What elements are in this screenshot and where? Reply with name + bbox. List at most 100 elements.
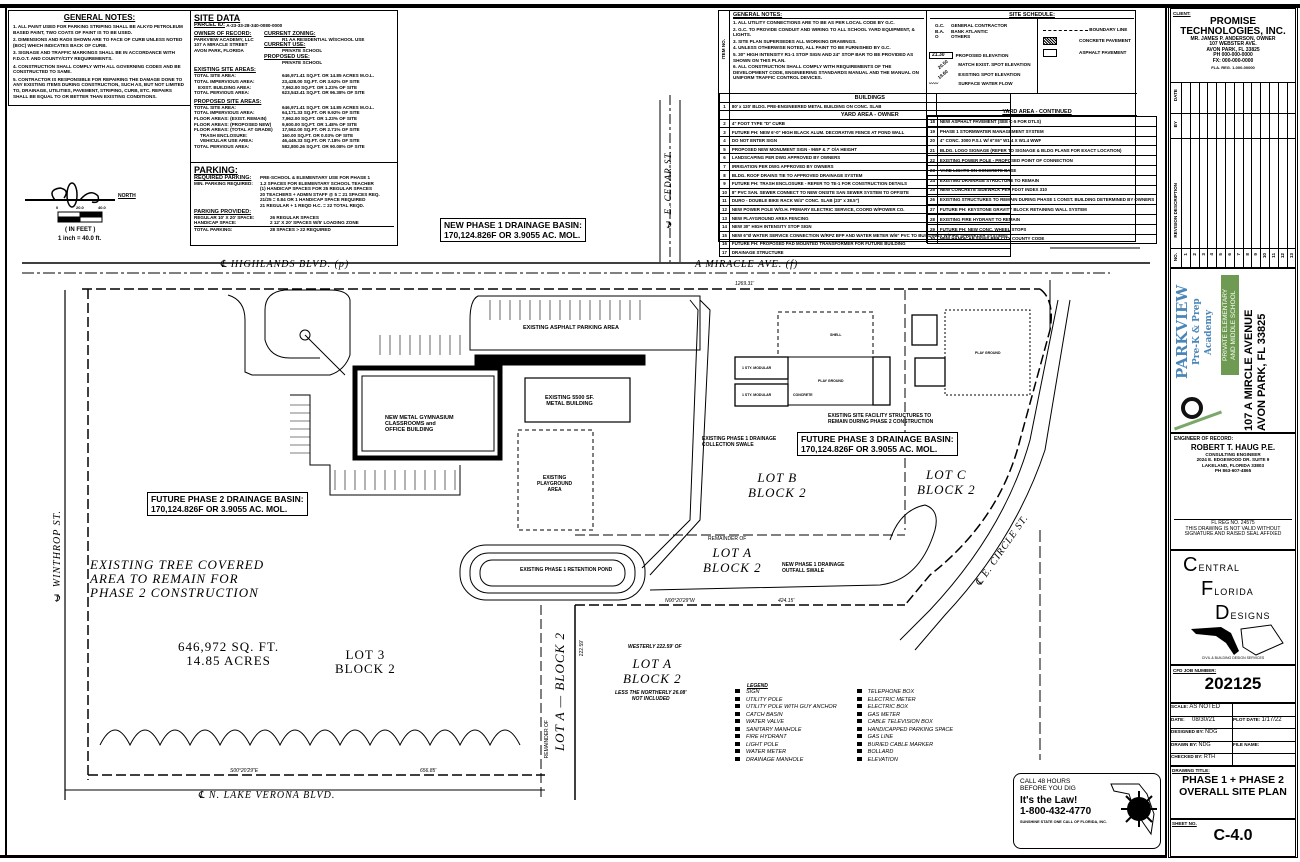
drawing-title: PHASE 1 + PHASE 2: [1182, 773, 1284, 786]
parking-title: PARKING:: [194, 165, 238, 175]
north-label: NORTH: [118, 193, 136, 199]
cfd-services: CIVIL & BUILDING DESIGN SERVICES: [1201, 656, 1265, 661]
item-number-badge: 22: [927, 155, 938, 166]
area-line: 646,972 SQ. FT.: [178, 639, 280, 654]
revision-number: 10: [1262, 253, 1268, 259]
existing-area-label: EXIST. BUILDING AREA:: [198, 84, 252, 90]
legend-label: WATER METER: [746, 749, 787, 755]
lot3-label: LOT 3 BLOCK 2: [335, 648, 396, 676]
sheet-number: C-4.0: [1213, 826, 1253, 844]
checked-label: CHECKED BY:: [1171, 754, 1203, 759]
legend-symbol-icon: [735, 689, 740, 693]
right-note: 2. G.C. TO PROVIDE CONDUIT AND WIRING TO…: [733, 26, 915, 38]
proposed-use-label: PROPOSED USE:: [264, 53, 310, 60]
item-description: EXISTING POWER POLE - PROPOSED POINT OF …: [936, 155, 1158, 166]
abbr: B.A.: [935, 28, 945, 34]
metal-label-line: EXISTING 5500 SF.: [545, 395, 594, 401]
cfd-letter: D: [1215, 602, 1231, 624]
item-number-badge: 5: [719, 144, 730, 155]
logo-sub-line: AND MIDDLE SCHOOL: [1230, 290, 1237, 360]
engineer-label: ENGINEER OF RECORD:: [1174, 436, 1234, 442]
note-1: 1. ALL PAINT USED FOR PARKING STRIPING S…: [13, 24, 183, 35]
legend-symbol-icon: [735, 734, 740, 738]
legend-item: TELEPHONE BOX: [856, 689, 953, 697]
proposed-area-value: 7,962.00 SQ.FT. OR 1.23% OF SITE: [282, 115, 358, 121]
site-data-title: SITE DATA: [194, 13, 241, 23]
revision-number: 7: [1235, 253, 1241, 256]
legend-item: WATER VALVE: [735, 719, 837, 727]
revision-column: [1189, 83, 1191, 267]
item-description: FUTURE PH: NEW CONC. WHEEL STOPS: [936, 223, 1158, 235]
legend-item: ELEVATION: [856, 756, 953, 765]
proposed-elevation-symbol: 21.30: [929, 51, 953, 60]
legend-label: LIGHT POLE: [746, 741, 779, 748]
proposed-area-value: 646,971.41 SQ.FT. OR 14.85 ACRES M.O.L.: [282, 104, 374, 110]
lot-line: LOT B: [757, 470, 798, 485]
owner-line: PARKVIEW ACADEMY, LLC: [194, 36, 254, 42]
right-notes-title: GENERAL NOTES:: [733, 12, 924, 19]
revision-column: [1225, 83, 1226, 267]
job-number: 202125: [1204, 673, 1262, 693]
lota-vertical-label: LOT A — BLOCK 2: [552, 632, 567, 752]
revision-number: 2: [1191, 253, 1197, 256]
item-number-badge: 23: [927, 164, 938, 176]
sheet-label: SHEET NO.: [1172, 821, 1197, 826]
legend-symbol-icon: [856, 711, 862, 716]
item-number: 1: [719, 101, 730, 112]
right-notes-panel: ITEM NO. GENERAL NOTES: 1. ALL UTILITY C…: [718, 10, 1158, 258]
lot-line: BLOCK 2: [335, 661, 396, 676]
min-parking-label: MIN. PARKING REQUIRED:: [194, 181, 253, 186]
legend-symbol-icon: [735, 756, 740, 761]
call-line: CALL 48 HOURS: [1020, 778, 1071, 785]
revision-column: [1216, 83, 1218, 267]
callout-line: FUTURE PHASE 3 DRAINAGE BASIN:: [801, 434, 954, 444]
west-parking: [290, 394, 461, 496]
drawing-title-block: DRAWING TITLE: PHASE 1 + PHASE 2 OVERALL…: [1170, 766, 1296, 819]
cedar-st-label: ℄ E. CEDAR ST.: [663, 150, 673, 229]
proposed-use-value: PRIVATE SCHOOL: [282, 59, 323, 65]
asphalt-pavement-icon: [1043, 49, 1057, 57]
abbr-meaning: GENERAL CONTRACTOR: [951, 23, 1008, 28]
item-description: DRAINAGE STRUCTURE: [728, 247, 1011, 258]
revision-number: 3: [1200, 253, 1206, 256]
parcel-id: A-23-33-28-340-0080-0000: [226, 23, 283, 28]
item-number-badge: 3: [719, 127, 730, 137]
provided-label: TOTAL PARKING:: [194, 226, 233, 232]
distance-top: 1269.31': [735, 281, 755, 287]
revision-number: 1: [1183, 253, 1188, 256]
legend-item: CABLE TELEVISION BOX: [856, 719, 953, 727]
modular-label: 1 STY. MODULAR: [742, 393, 772, 397]
item-description: 4" CONC. 3000 P.S.I. W/ 6"X6" W1.4 X W1.…: [936, 135, 1158, 147]
lot-line: BLOCK 2: [917, 482, 976, 497]
revision-column: [1260, 83, 1262, 267]
call-footer: SUNSHINE STATE ONE CALL OF FLORIDA, INC.: [1020, 820, 1107, 824]
rev-header-no: NO.: [1173, 253, 1178, 262]
playground-line: AREA: [547, 487, 562, 493]
legend-symbol-icon: [735, 711, 740, 716]
item-number-badge: 7: [719, 161, 730, 172]
scale-units: ( IN FEET ): [65, 227, 96, 233]
designed-label: DESIGNED BY:: [1171, 729, 1204, 734]
distance-verona: 656.85': [420, 768, 437, 774]
call-before-dig-box: CALL 48 HOURS BEFORE YOU DIG It's the La…: [1013, 773, 1161, 849]
item-number-badge: 8: [719, 170, 730, 180]
item-number-badge: 28: [927, 213, 938, 225]
verona-blvd-label: ℄ N. LAKE VERONA BLVD.: [198, 790, 336, 801]
sheet-frame-left: [5, 4, 7, 858]
legend-label: WATER VALVE: [746, 719, 785, 725]
required-parking-title: REQUIRED PARKING:: [194, 175, 252, 181]
legend-item: SANITARY MANHOLE: [735, 726, 837, 735]
revision-number: 12: [1279, 253, 1285, 259]
tree-line-text: PHASE 2 CONSTRUCTION: [90, 585, 259, 600]
item-number-badge: 29: [927, 223, 938, 235]
client-line: AVON PARK, FL 33825: [1206, 46, 1260, 53]
item-description: EXISTING STRUCTURES TO REMAIN DURING PHA…: [936, 194, 1158, 206]
gym-label-line: OFFICE BUILDING: [385, 427, 434, 433]
scale-tick-40: 40.0: [98, 205, 106, 210]
address-line: AVON PARK, FL 33825: [1256, 313, 1268, 431]
